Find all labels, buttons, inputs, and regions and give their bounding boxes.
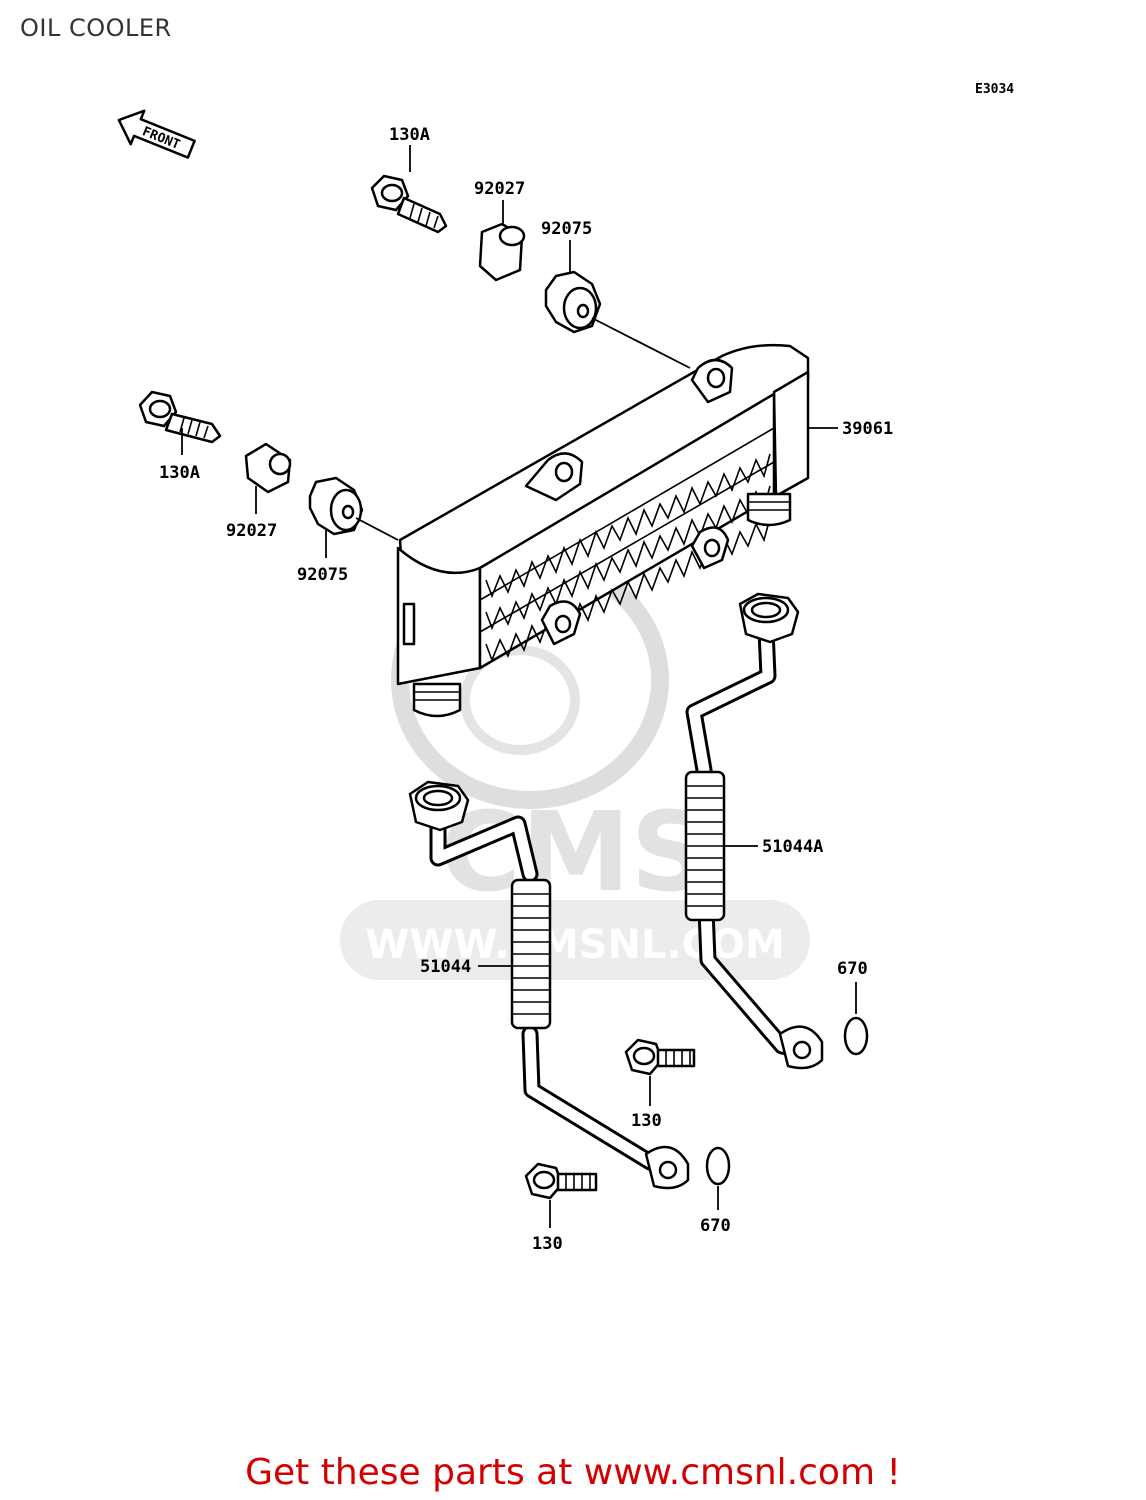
- label-o-ring-670-right: 670: [837, 959, 868, 979]
- label-bolt-130a-top: 130A: [389, 125, 430, 145]
- footer-promo-link[interactable]: Get these parts at www.cmsnl.com !: [245, 1452, 901, 1493]
- bolt-130a-top: [370, 174, 448, 234]
- front-arrow: FRONT: [117, 109, 196, 159]
- o-ring-670-bottom: [705, 1146, 731, 1186]
- label-o-ring-670-bottom: 670: [700, 1216, 731, 1236]
- bolt-130-mid: [624, 1038, 696, 1076]
- label-oil-hose-51044a: 51044A: [762, 837, 823, 857]
- label-oil-cooler-39061: 39061: [842, 419, 893, 439]
- oil-hose-51044a: [684, 592, 824, 1070]
- diagram-code: E3034: [975, 82, 1014, 97]
- bolt-130a-left: [138, 390, 222, 444]
- cooler-fins-row-1: [485, 453, 771, 599]
- bolt-130-bottom: [524, 1162, 598, 1200]
- oil-cooler-39061: [396, 343, 810, 718]
- label-bolt-130-mid: 130: [631, 1111, 662, 1131]
- label-grommet-92075-left: 92075: [297, 565, 348, 585]
- label-grommet-92075-top: 92075: [541, 219, 592, 239]
- collar-92027-top: [478, 222, 526, 282]
- cooler-fins-row-2: [485, 485, 771, 631]
- label-bolt-130a-left: 130A: [159, 463, 200, 483]
- grommet-92075-left: [308, 476, 364, 536]
- label-oil-hose-51044: 51044: [420, 957, 471, 977]
- label-bolt-130-bottom: 130: [532, 1234, 563, 1254]
- collar-92027-left: [244, 442, 292, 494]
- label-collar-92027-top: 92027: [474, 179, 525, 199]
- grommet-92075-top: [544, 270, 602, 334]
- label-collar-92027-left: 92027: [226, 521, 277, 541]
- page-title: OIL COOLER: [20, 14, 172, 42]
- watermark-brand: CMS: [440, 788, 709, 916]
- oil-hose-51044: [408, 780, 690, 1190]
- o-ring-670-right: [843, 1016, 869, 1056]
